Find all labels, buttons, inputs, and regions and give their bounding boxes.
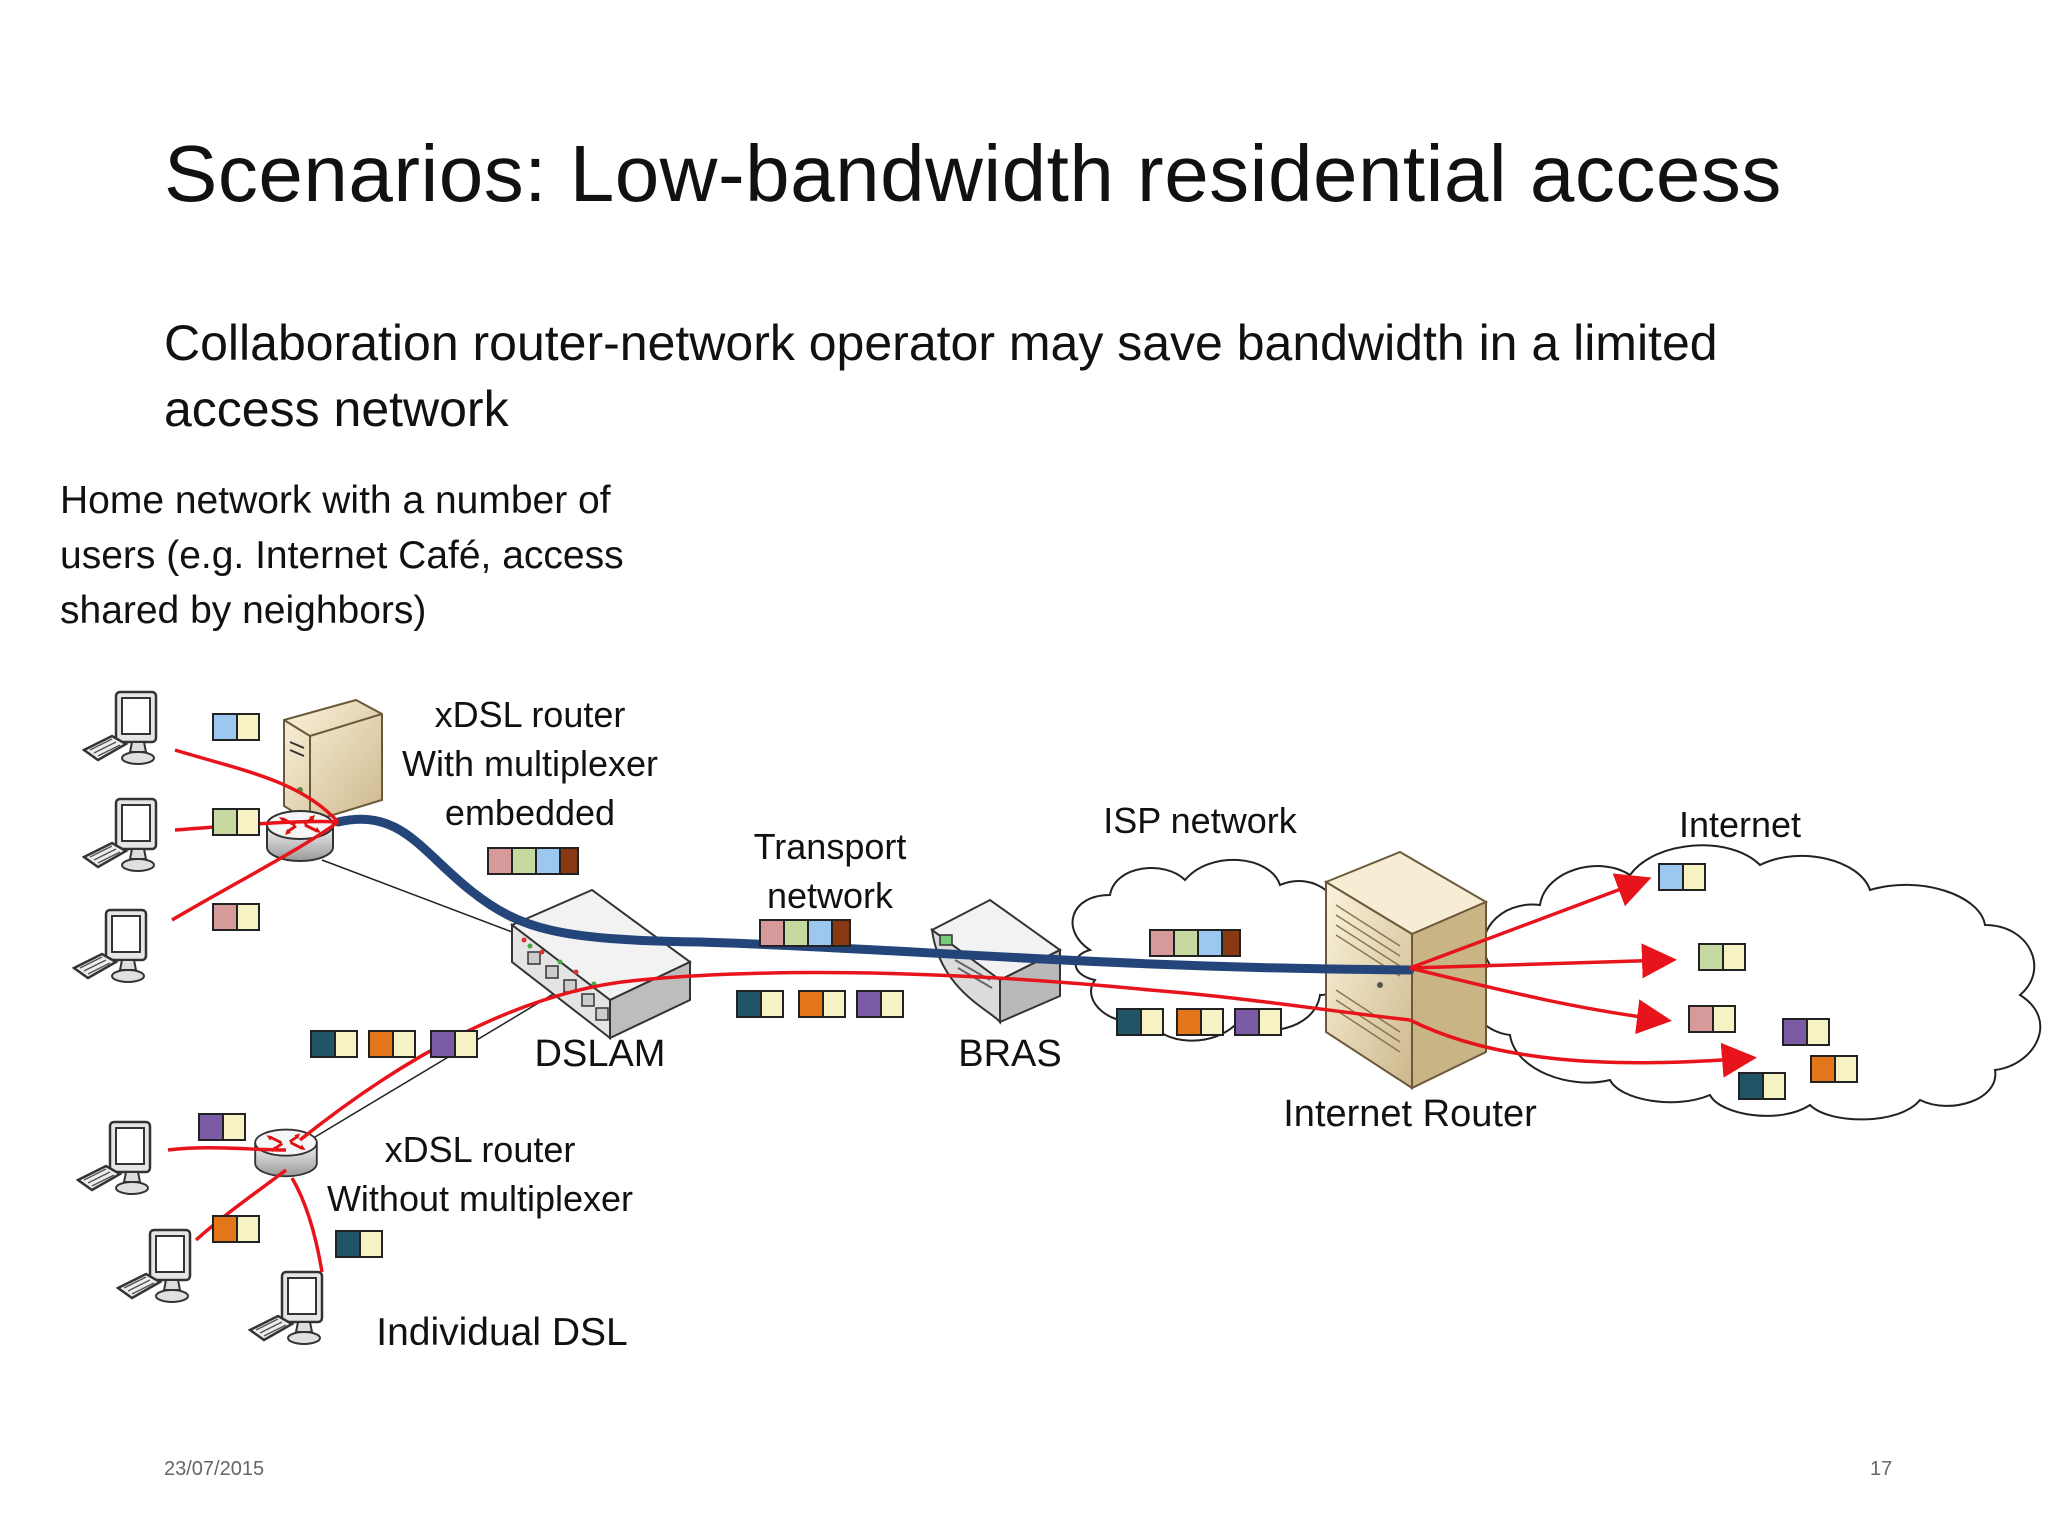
xdsl-mux-label-line3: embedded: [444, 792, 616, 833]
aggregated-packet-3: [1149, 929, 1241, 957]
flow-pc5: [194, 1168, 288, 1242]
pc-icon-1: [82, 690, 158, 766]
transport-label-line2: network: [766, 875, 894, 916]
transport-network-label: Transport network: [730, 822, 930, 920]
packet-internet-orange: [1810, 1055, 1858, 1083]
multiplexed-tunnel: [333, 814, 1415, 975]
footer-date: 23/07/2015: [164, 1458, 265, 1480]
page-number: 17: [1870, 1458, 1893, 1480]
cable-plain-to-dslam: [309, 989, 561, 1141]
flow-pc6: [290, 1177, 324, 1273]
packet-access-teal: [310, 1030, 358, 1058]
internet-cloud: [1469, 844, 2042, 1121]
pc-icon-4: [76, 1120, 152, 1196]
internet-label: Internet: [1678, 804, 1802, 845]
packet-isp-teal: [1116, 1008, 1164, 1036]
xdsl-mux-label-line1: xDSL router: [434, 694, 626, 735]
pc-icon-2: [82, 797, 158, 873]
pc-icon-5: [116, 1228, 192, 1304]
flow-pc3: [171, 820, 340, 922]
packets: [198, 713, 1858, 1258]
xdsl-plain-label: xDSL router Without multiplexer: [300, 1125, 660, 1223]
packet-access-purple: [430, 1030, 478, 1058]
home-network-note: Home network with a number of users (e.g…: [60, 479, 624, 632]
packet-internet-purple: [1782, 1018, 1830, 1046]
dslam-icon: [510, 888, 692, 1041]
packet-pc2: [212, 808, 260, 836]
flow-to-internet-2: [1409, 943, 1677, 979]
cable-mux-to-dslam: [321, 859, 521, 936]
xdsl-mux-label-line2: With multiplexer: [401, 743, 659, 784]
flow-pc1: [174, 748, 340, 824]
router-icon-mux: [265, 809, 335, 863]
packet-pc6: [335, 1230, 383, 1258]
dslam-label: DSLAM: [534, 1033, 666, 1075]
pc-icon-3: [72, 908, 148, 984]
aggregated-packet-2: [759, 919, 851, 947]
xdsl-plain-label-line1: xDSL router: [384, 1129, 576, 1170]
flow-to-internet-3: [1409, 966, 1672, 1035]
isp-network-label: ISP network: [1103, 800, 1297, 841]
packet-pc4: [198, 1113, 246, 1141]
packet-pc1: [212, 713, 260, 741]
packet-transport-teal: [736, 990, 784, 1018]
pc-icon-6: [248, 1270, 324, 1346]
xdsl-plain-label-line2: Without multiplexer: [326, 1178, 634, 1219]
internet-router-label: Internet Router: [1283, 1093, 1537, 1135]
packet-transport-orange: [798, 990, 846, 1018]
bras-label: BRAS: [958, 1033, 1062, 1075]
packet-transport-purple: [856, 990, 904, 1018]
packet-internet-pink: [1688, 1005, 1736, 1033]
packet-isp-orange: [1176, 1008, 1224, 1036]
aggregated-packet-1: [487, 847, 579, 875]
transport-label-line1: Transport: [753, 826, 907, 867]
individual-dsl-label: Individual DSL: [376, 1311, 628, 1354]
packet-pc5: [212, 1215, 260, 1243]
slide-title: Scenarios: Low-bandwidth residential acc…: [164, 129, 1782, 218]
flow-pc2: [174, 819, 339, 832]
packet-internet-blue: [1658, 863, 1706, 891]
packet-access-orange: [368, 1030, 416, 1058]
server-icon: [283, 698, 383, 824]
packet-internet-green: [1698, 943, 1746, 971]
packet-internet-teal: [1738, 1072, 1786, 1100]
packet-isp-purple: [1234, 1008, 1282, 1036]
packet-pc3: [212, 903, 260, 931]
flow-to-internet-4: [1409, 1018, 1757, 1078]
flow-pc4: [167, 1146, 287, 1152]
flow-to-internet-1: [1409, 873, 1652, 970]
xdsl-mux-label: xDSL router With multiplexer embedded: [380, 690, 680, 837]
slide-subtitle: Collaboration router-network operator ma…: [164, 315, 1718, 437]
